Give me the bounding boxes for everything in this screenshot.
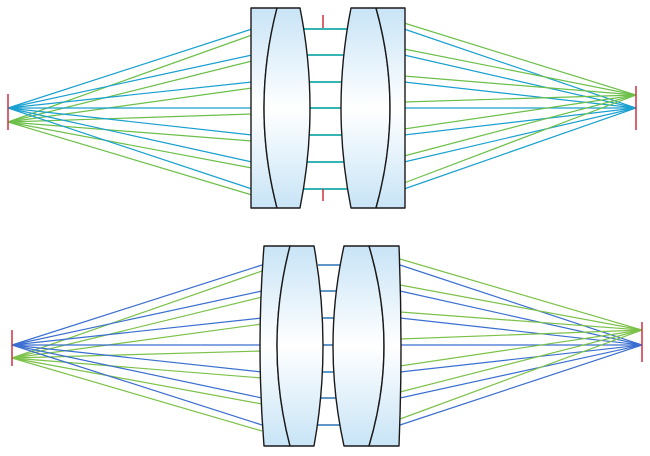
ray-green-in xyxy=(7,121,253,196)
top-lens-group xyxy=(250,7,406,209)
ray-green-out xyxy=(403,22,637,96)
ray-blue-in xyxy=(7,107,253,136)
top-markers xyxy=(7,15,637,201)
ray-blue-out xyxy=(403,107,637,136)
ray-blue-out xyxy=(399,264,643,346)
ray-green-in xyxy=(7,87,253,123)
ray-blue-in xyxy=(11,344,263,373)
ray-green-out xyxy=(403,94,637,130)
ray-green-in xyxy=(7,121,253,142)
ray-blue-out xyxy=(403,81,637,109)
ray-blue-out xyxy=(399,344,643,399)
ray-green-in xyxy=(11,296,263,359)
ray-green-in xyxy=(11,350,263,359)
ray-green-out xyxy=(399,329,643,340)
ray-green-in xyxy=(7,34,253,123)
ray-blue-in xyxy=(7,54,253,109)
ray-green-out xyxy=(399,258,643,331)
ray-blue-out xyxy=(403,28,637,109)
ray-green-in xyxy=(7,60,253,123)
ray-green-out xyxy=(403,48,637,96)
bottom-markers xyxy=(11,322,643,366)
ray-green-in xyxy=(11,357,263,432)
ray-green-out xyxy=(399,284,643,331)
ray-blue-in xyxy=(7,107,253,163)
ray-blue-out xyxy=(403,54,637,109)
ray-blue-in xyxy=(7,107,253,190)
ray-green-out xyxy=(403,94,637,184)
ray-blue-out xyxy=(403,107,637,190)
bottom-lens-element-2 xyxy=(276,245,324,447)
top-ray-bundle xyxy=(7,22,637,196)
ray-blue-out xyxy=(403,107,637,163)
ray-green-out xyxy=(399,311,643,331)
top-lens-element-4 xyxy=(375,7,406,209)
ray-green-out xyxy=(399,329,643,393)
ray-green-out xyxy=(403,94,637,103)
ray-blue-out xyxy=(399,344,643,426)
ray-blue-in xyxy=(11,344,263,426)
ray-green-in xyxy=(11,323,263,359)
ray-blue-out xyxy=(399,344,643,373)
ray-blue-in xyxy=(11,344,263,399)
bottom-ray-bundle xyxy=(11,258,643,432)
ray-green-in xyxy=(11,357,263,405)
ray-green-out xyxy=(403,94,637,157)
bottom-lens-group xyxy=(259,245,402,447)
ray-green-in xyxy=(11,270,263,359)
top-lens-element-2 xyxy=(263,7,311,209)
ray-green-in xyxy=(7,121,253,169)
ray-blue-in xyxy=(11,290,263,346)
ray-green-out xyxy=(399,329,643,420)
ray-green-in xyxy=(7,113,253,123)
ray-blue-in xyxy=(7,81,253,109)
ray-blue-in xyxy=(7,28,253,109)
ray-blue-in xyxy=(11,317,263,346)
bottom-lens-element-4 xyxy=(368,245,402,447)
ray-blue-out xyxy=(399,290,643,346)
ray-blue-in xyxy=(11,264,263,346)
ray-green-in xyxy=(11,357,263,379)
ray-green-out xyxy=(399,329,643,367)
ray-green-out xyxy=(403,75,637,96)
